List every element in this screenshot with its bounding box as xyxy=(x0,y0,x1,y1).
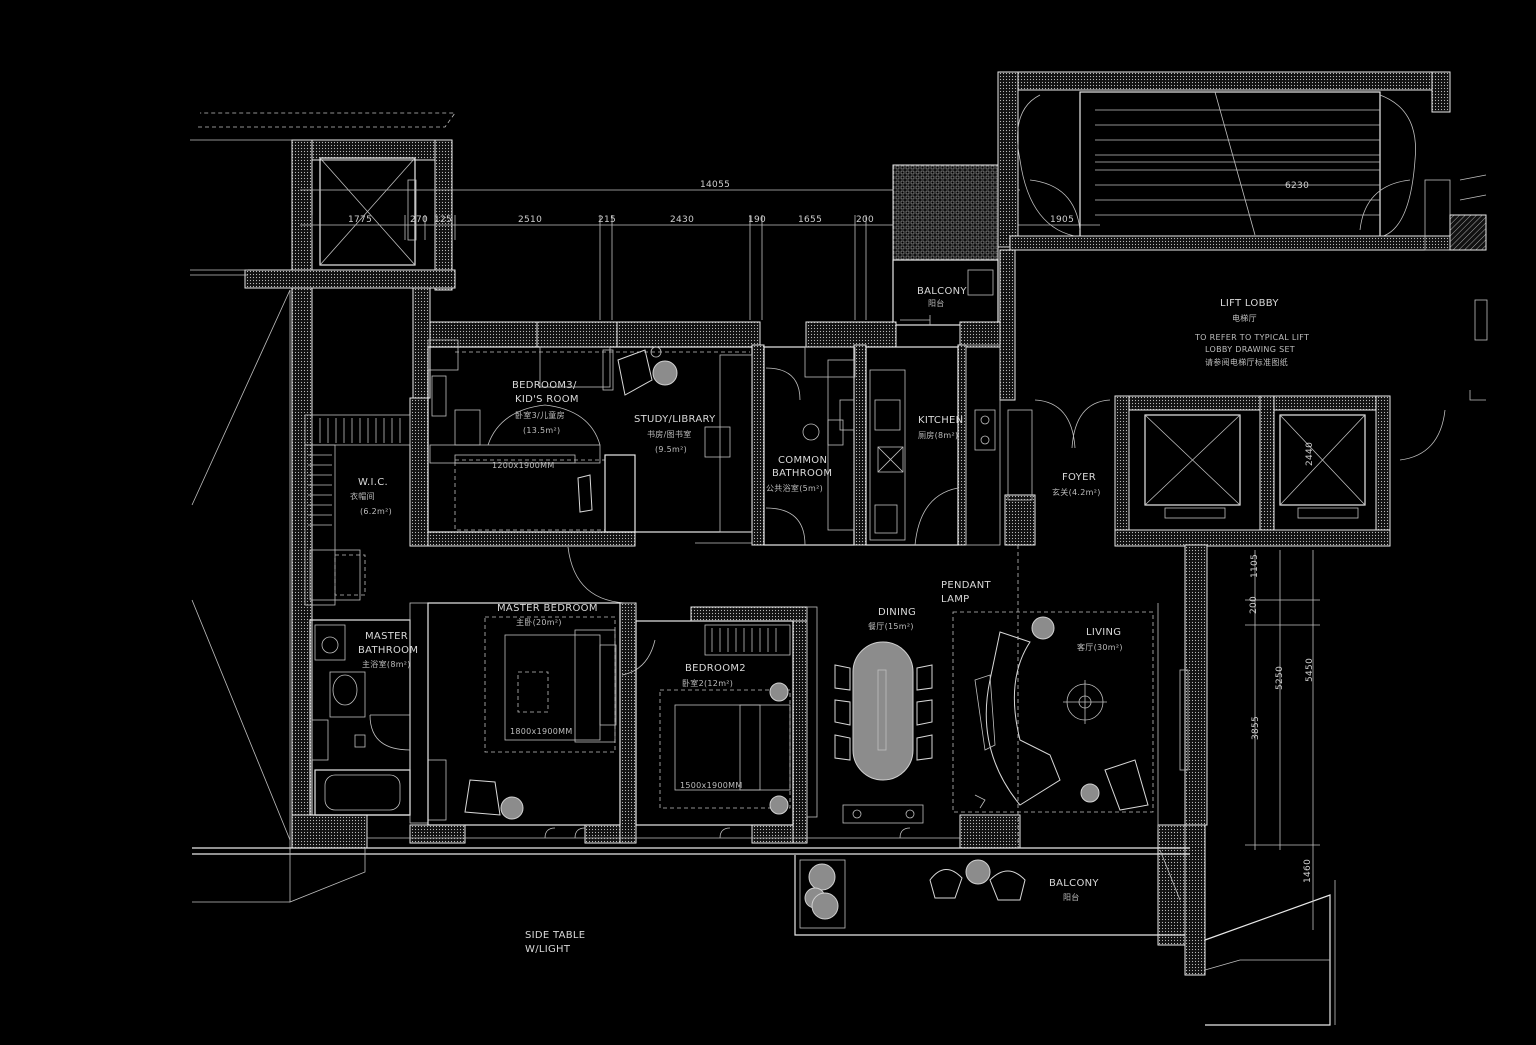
dining: DINING 餐厅(15m²) xyxy=(806,606,933,839)
study-area: (9.5m²) xyxy=(655,445,687,454)
lift-lobby-note3: 请参阅电梯厅标准图纸 xyxy=(1205,357,1288,367)
bed2-size: 1500x1900MM xyxy=(680,781,743,790)
top-left-shaft xyxy=(190,112,456,291)
right-dimension-chain: 1105 200 3855 5250 5450 1460 xyxy=(1245,550,1320,930)
dim-right-1460: 1460 xyxy=(1303,859,1313,883)
dim-overall: 14055 xyxy=(700,180,730,190)
lift-lobby-note1: TO REFER TO TYPICAL LIFT xyxy=(1194,333,1309,342)
dim-lift: 2440 xyxy=(1305,442,1315,466)
bedroom3-label2: KID'S ROOM xyxy=(515,394,579,405)
dim-right-200: 200 xyxy=(1249,596,1259,614)
living: LIVING 客厅(30m²) PENDANT LAMP xyxy=(941,580,1189,830)
bedroom3-cn: 卧室3/儿童房 xyxy=(515,410,565,420)
lift-lobby: LIFT LOBBY 电梯厅 TO REFER TO TYPICAL LIFT … xyxy=(1007,298,1488,848)
side-table-label2: W/LIGHT xyxy=(525,944,571,955)
left-site-lines xyxy=(191,289,291,850)
wic-label: W.I.C. xyxy=(358,477,388,488)
bedroom3-label: BEDROOM3/ xyxy=(512,380,577,391)
wic-area: (6.2m²) xyxy=(360,507,392,516)
kitchen-label: KITCHEN xyxy=(918,415,963,426)
kitchen: KITCHEN 厕房(8m²) xyxy=(865,344,1001,546)
bed3-size: 1200x1900MM xyxy=(492,461,555,470)
bedroom3: 1200x1900MM BEDROOM3/ KID'S ROOM 卧室3/儿童房… xyxy=(427,339,753,604)
bedroom2: 1500x1900MM BEDROOM2 卧室2(12m²) xyxy=(635,620,794,839)
common-bathroom: COMMON BATHROOM 公共浴室(5m²) xyxy=(763,346,856,546)
dining-cn: 餐厅(15m²) xyxy=(868,622,914,631)
top-balcony-grid: BALCONY 阳台 xyxy=(892,164,999,326)
master-bedroom: 1800x1900MM MASTER BEDROOM 主卧(20m²) xyxy=(427,602,656,839)
wic-cn: 衣帽间 xyxy=(350,491,375,501)
dim-seg-7: 190 xyxy=(748,215,766,225)
dim-lobby: 6230 xyxy=(1285,181,1309,191)
dim-seg-1: 1775 xyxy=(348,215,372,225)
common-bathroom-cn: 公共浴室(5m²) xyxy=(766,483,823,493)
dim-seg-5: 215 xyxy=(598,215,616,225)
study-cn: 书房/图书室 xyxy=(647,429,692,439)
lift-lobby-cn: 电梯厅 xyxy=(1232,313,1257,323)
master-bathroom: MASTER BATHROOM 主浴室(8m²) xyxy=(309,602,447,824)
master-bathroom-label: MASTER xyxy=(365,631,408,642)
wic: W.I.C. 衣帽间 (6.2m²) xyxy=(304,414,411,606)
dim-seg-6: 2430 xyxy=(670,215,694,225)
dining-label: DINING xyxy=(878,607,916,618)
master-bedroom-cn: 主卧(20m²) xyxy=(516,617,562,627)
master-bathroom-cn: 主浴室(8m²) xyxy=(362,659,411,669)
side-table-label: SIDE TABLE xyxy=(525,930,585,941)
lift-lobby-label: LIFT LOBBY xyxy=(1220,298,1279,309)
kitchen-cn: 厕房(8m²) xyxy=(918,430,958,440)
bedroom2-label: BEDROOM2 xyxy=(685,663,746,674)
balcony-top-cn: 阳台 xyxy=(928,298,945,308)
dim-seg-3: 125 xyxy=(434,215,452,225)
outer-walls xyxy=(291,249,1391,976)
dim-right-5450: 5450 xyxy=(1305,658,1315,682)
master-bathroom-label2: BATHROOM xyxy=(358,645,418,656)
dim-seg-12: 1905 xyxy=(1050,215,1074,225)
dim-seg-8: 1655 xyxy=(798,215,822,225)
dim-right-1105: 1105 xyxy=(1250,554,1260,578)
master-bed-size: 1800x1900MM xyxy=(510,727,573,736)
common-bathroom-label2: BATHROOM xyxy=(772,468,832,479)
balcony-top-label: BALCONY xyxy=(917,286,967,297)
foyer-cn: 玄关(4.2m²) xyxy=(1052,487,1101,497)
pendant-label: PENDANT xyxy=(941,580,991,591)
bedroom3-area: (13.5m²) xyxy=(523,426,560,435)
pendant-label2: LAMP xyxy=(941,594,970,605)
window-lines xyxy=(192,837,1336,1026)
living-label: LIVING xyxy=(1086,627,1121,638)
master-bedroom-label: MASTER BEDROOM xyxy=(497,603,598,614)
dim-seg-9: 200 xyxy=(856,215,874,225)
living-cn: 客厅(30m²) xyxy=(1077,642,1123,652)
dim-right-5250: 5250 xyxy=(1275,666,1285,690)
dim-seg-2: 270 xyxy=(410,215,428,225)
dim-seg-4: 2510 xyxy=(518,215,542,225)
foyer-label: FOYER xyxy=(1062,472,1096,483)
dim-right-3855: 3855 xyxy=(1251,716,1261,740)
stair-core: 6230 xyxy=(997,71,1487,251)
bedroom2-cn: 卧室2(12m²) xyxy=(682,678,733,688)
common-bathroom-label: COMMON xyxy=(778,455,827,466)
balcony-bottom: BALCONY 阳台 SIDE TABLE W/LIGHT xyxy=(525,859,1099,955)
study-label: STUDY/LIBRARY xyxy=(634,414,716,425)
balcony-bottom-label: BALCONY xyxy=(1049,878,1099,889)
lift-lobby-note2: LOBBY DRAWING SET xyxy=(1205,345,1295,354)
balcony-bottom-cn: 阳台 xyxy=(1063,892,1080,902)
